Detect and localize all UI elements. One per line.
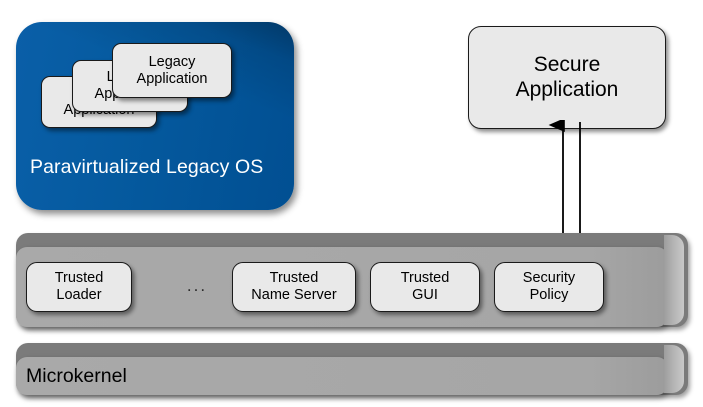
microkernel-slab-face	[16, 357, 668, 395]
legacy-os-label: Paravirtualized Legacy OS	[30, 156, 264, 178]
services-ellipsis: ...	[186, 276, 208, 295]
microkernel-layer	[16, 343, 688, 395]
microkernel-slab-right-bevel	[664, 345, 684, 393]
microkernel-label: Microkernel	[26, 365, 127, 387]
trusted-services-slab-right-bevel	[664, 235, 684, 325]
